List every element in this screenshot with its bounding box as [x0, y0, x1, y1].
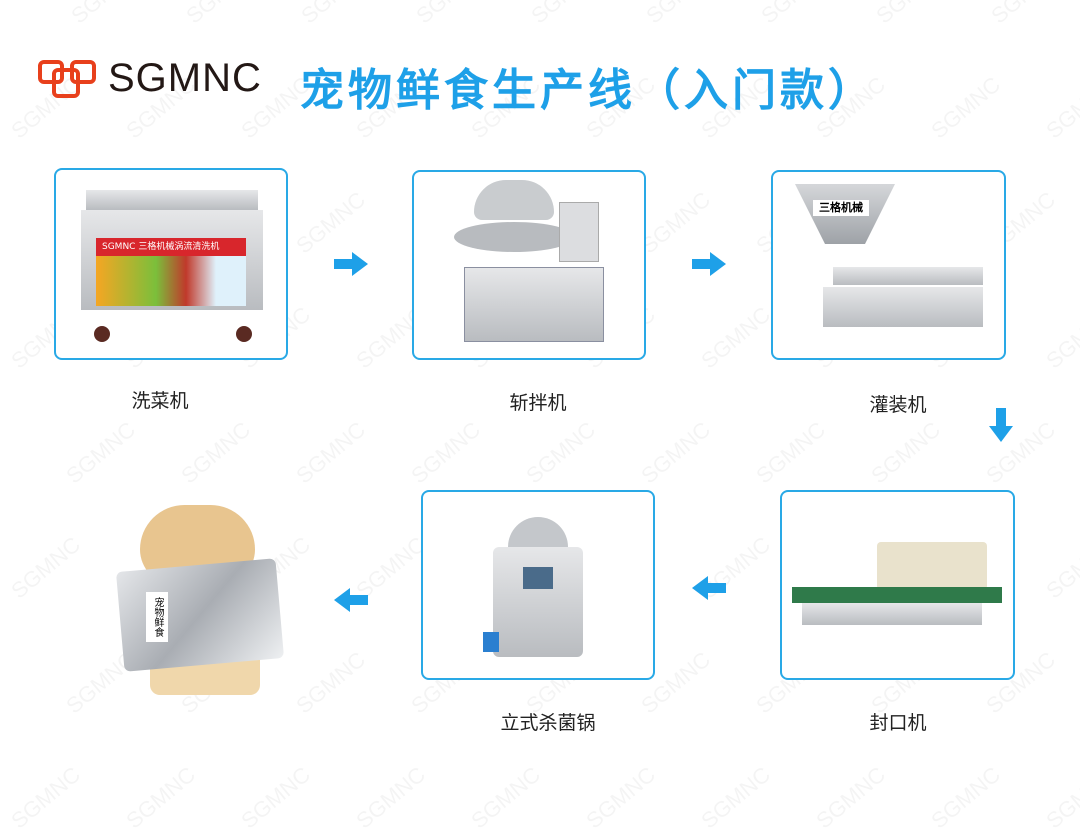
chopper-lid [474, 180, 554, 220]
watermark-text: SGMNC [927, 72, 1006, 145]
watermark-text: SGMNC [292, 647, 371, 720]
washer-top [86, 190, 258, 210]
watermark-text: SGMNC [467, 762, 546, 834]
logo-mark-icon [38, 59, 96, 98]
step-label-filler: 灌装机 [869, 394, 927, 416]
watermark-text: SGMNC [697, 302, 776, 375]
arrow-left-icon [692, 576, 726, 600]
arrow-right-icon [334, 252, 368, 276]
watermark-text: SGMNC [812, 762, 891, 834]
filler-cylinder [833, 267, 983, 285]
watermark-text: SGMNC [522, 417, 601, 490]
watermark-text: SGMNC [1042, 72, 1080, 145]
watermark-text: SGMNC [352, 762, 431, 834]
filler-tag: 三格机械 [813, 200, 869, 216]
wheel [94, 326, 110, 342]
step-label-sealer: 封口机 [869, 712, 927, 734]
sterilizer-lid [508, 517, 568, 547]
watermark-text: SGMNC [182, 0, 261, 29]
food-bag [115, 558, 285, 672]
watermark-text: SGMNC [872, 0, 951, 29]
page-title: 宠物鲜食生产线（入门款） [300, 65, 876, 116]
filler-base [823, 287, 983, 327]
watermark-text: SGMNC [752, 417, 831, 490]
watermark-text: SGMNC [297, 0, 376, 29]
step-filler-card: 三格机械 [771, 170, 1006, 360]
watermark-text: SGMNC [697, 762, 776, 834]
sterilizer-vessel [493, 547, 583, 657]
watermark-text: SGMNC [527, 0, 606, 29]
watermark-text: SGMNC [237, 762, 316, 834]
watermark-text: SGMNC [582, 762, 661, 834]
watermark-text: SGMNC [642, 0, 721, 29]
step-sterilizer-card [421, 490, 655, 680]
arrow-right-icon [692, 252, 726, 276]
bag-label: 宠物鲜食 [146, 592, 168, 642]
wheel [236, 326, 252, 342]
watermark-text: SGMNC [1042, 762, 1080, 834]
step-chopper-card [412, 170, 646, 360]
step-label-sterilizer: 立式杀菌锅 [500, 712, 596, 734]
sterilizer-screen [523, 567, 553, 589]
watermark-text: SGMNC [62, 417, 141, 490]
watermark-text: SGMNC [7, 532, 86, 605]
arrow-left-icon [334, 588, 368, 612]
step-washer-card: SGMNC 三格机械涡流清洗机 [54, 168, 288, 360]
watermark-text: SGMNC [637, 417, 716, 490]
pump [483, 632, 499, 652]
fruit-graphic [96, 256, 246, 306]
watermark-text: SGMNC [292, 417, 371, 490]
step-label-washer: 洗菜机 [131, 390, 189, 412]
watermark-text: SGMNC [7, 762, 86, 834]
watermark-text: SGMNC [177, 417, 256, 490]
control-panel [559, 202, 599, 262]
watermark-text: SGMNC [292, 187, 371, 260]
brand-logo: SGMNC [38, 56, 262, 101]
watermark-text: SGMNC [122, 762, 201, 834]
step-label-chopper: 斩拌机 [509, 392, 567, 414]
watermark-text: SGMNC [867, 417, 946, 490]
watermark-text: SGMNC [987, 0, 1066, 29]
watermark-text: SGMNC [1042, 302, 1080, 375]
watermark-text: SGMNC [407, 417, 486, 490]
sealer-head [877, 542, 987, 590]
brand-name: SGMNC [108, 56, 262, 100]
sealer-conveyor [792, 587, 1002, 603]
watermark-text: SGMNC [637, 187, 716, 260]
watermark-text: SGMNC [412, 0, 491, 29]
watermark-text: SGMNC [1042, 532, 1080, 605]
chopper-base [464, 267, 604, 342]
watermark-text: SGMNC [0, 0, 31, 29]
sealer-base [802, 603, 982, 625]
watermark-text: SGMNC [67, 0, 146, 29]
arrow-down-icon [989, 408, 1013, 442]
step-sealer-card [780, 490, 1015, 680]
watermark-text: SGMNC [927, 762, 1006, 834]
chopper-bowl [454, 222, 574, 252]
watermark-text: SGMNC [757, 0, 836, 29]
washer-banner: SGMNC 三格机械涡流清洗机 [96, 238, 246, 256]
